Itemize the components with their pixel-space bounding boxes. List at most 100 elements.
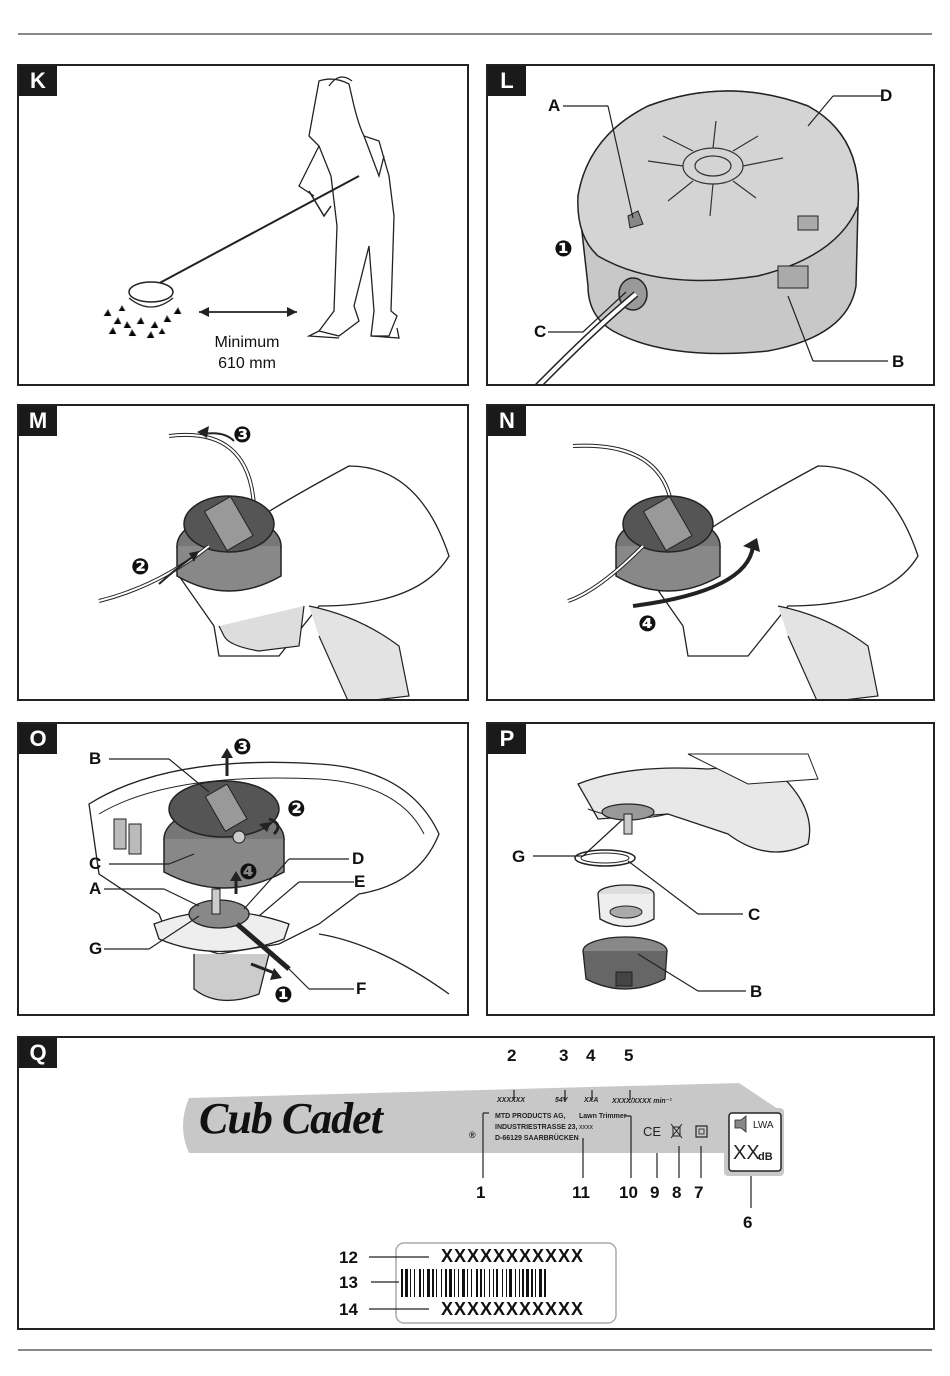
callout-5: 5 (624, 1046, 634, 1065)
barcode-bar (467, 1269, 468, 1297)
barcode-bar (471, 1269, 472, 1297)
barcode-bar (526, 1269, 529, 1297)
panel-tag-p: P (488, 724, 526, 754)
sound-power-label: LWA (753, 1120, 774, 1131)
barcode-bar (506, 1269, 507, 1297)
step-2-marker: ❷ (131, 554, 150, 579)
step-1-marker: ❶ (554, 236, 573, 261)
label-b: B (892, 352, 905, 371)
serial-field: XXXXXX (497, 1097, 526, 1104)
barcode-bar (401, 1269, 403, 1297)
manufacturer-line3: D-66129 SAARBRÜCKEN (495, 1135, 579, 1142)
callout-4: 4 (586, 1046, 596, 1065)
label-a: A (89, 879, 102, 898)
barcode-bar (544, 1269, 546, 1297)
barcode-bar (502, 1269, 503, 1297)
callout-7: 7 (694, 1183, 704, 1202)
label-e: E (354, 872, 366, 891)
barcode (401, 1269, 546, 1297)
ce-mark: CE (643, 1124, 662, 1139)
callout-1: 1 (476, 1183, 486, 1202)
callout-3: 3 (559, 1046, 569, 1065)
barcode-bar (493, 1269, 494, 1297)
step-2-marker: ❷ (287, 796, 306, 821)
barcode-bar (445, 1269, 447, 1297)
label-b: B (750, 982, 763, 1001)
exploded-spool-illustration (533, 753, 819, 992)
barcode-bar (458, 1269, 459, 1297)
product-name: Lawn Trimmer (579, 1113, 627, 1120)
callout-8: 8 (672, 1183, 682, 1202)
barcode-bar (484, 1269, 485, 1297)
label-c: C (748, 905, 761, 924)
panel-n: N ❹ (486, 404, 935, 701)
panel-l: L A D C B ❶ (486, 64, 935, 386)
spool-cap-illustration (535, 90, 888, 384)
spool-removal-illustration (88, 748, 450, 1002)
voltage-field: 54V (555, 1097, 568, 1104)
manufacturer-line1: MTD PRODUCTS AG, (495, 1113, 566, 1120)
manufacturer-line2: INDUSTRIESTRASSE 23, (495, 1124, 578, 1131)
label-g: G (89, 939, 103, 958)
distance-caption-line2: 610 mm (218, 355, 276, 372)
barcode-bar (462, 1269, 465, 1297)
panel-tag-o: O (19, 724, 57, 754)
bottom-rule (18, 1349, 932, 1351)
callout-2: 2 (507, 1046, 517, 1065)
barcode-bar (496, 1269, 498, 1297)
panel-p: P G C B (486, 722, 935, 1016)
callout-13: 13 (339, 1273, 358, 1292)
step-1-marker: ❶ (274, 982, 293, 1007)
barcode-bar (449, 1269, 452, 1297)
panel-tag-n: N (488, 406, 526, 436)
callout-9: 9 (650, 1183, 660, 1202)
barcode-bar (454, 1269, 455, 1297)
barcode-bar (480, 1269, 482, 1297)
panel-tag-l: L (488, 66, 526, 96)
barcode-bar (410, 1269, 411, 1297)
barcode-number-top: XXXXXXXXXXX (441, 1246, 585, 1266)
speed-field: XXXX/XXXX min⁻¹ (612, 1098, 672, 1105)
barcode-bar (509, 1269, 512, 1297)
step-4-marker: ❹ (239, 859, 258, 884)
barcode-bar (432, 1269, 434, 1297)
barcode-number-bottom: XXXXXXXXXXX (441, 1299, 585, 1319)
barcode-bar (515, 1269, 516, 1297)
label-d: D (880, 86, 893, 105)
trimmer-operator-illustration (103, 76, 400, 339)
callout-11: 11 (572, 1183, 590, 1202)
barcode-bar (535, 1269, 536, 1297)
label-c: C (534, 322, 547, 341)
callout-10: 10 (619, 1183, 638, 1202)
step-3-marker: ❸ (233, 734, 252, 759)
top-rule (18, 33, 932, 35)
callout-6: 6 (743, 1213, 753, 1232)
label-b: B (89, 749, 102, 768)
panel-o: O B C A G D E F ❸ ❷ ❹ ❶ (17, 722, 469, 1016)
barcode-bar (489, 1269, 490, 1297)
label-g: G (512, 847, 526, 866)
callout-12: 12 (339, 1248, 358, 1267)
sound-power-unit: dB (758, 1151, 773, 1163)
barcode-bar (476, 1269, 478, 1297)
barcode-bar (522, 1269, 524, 1297)
step-3-marker: ❸ (233, 422, 252, 447)
barcode-bar (436, 1269, 437, 1297)
panel-tag-k: K (19, 66, 57, 96)
label-f: F (356, 979, 367, 998)
panel-q: Q Cub Cadet ® 2 3 4 5 XXXXXX 54V XXA XXX… (17, 1036, 935, 1330)
panel-m: M ❸ ❷ (17, 404, 469, 701)
label-c: C (89, 854, 102, 873)
product-code: xxxx (579, 1124, 593, 1131)
rating-plate-graphic (183, 1083, 784, 1324)
line-feed-illustration (98, 426, 450, 699)
distance-caption-line1: Minimum (214, 334, 280, 351)
barcode-bar (539, 1269, 542, 1297)
barcode-bar (441, 1269, 442, 1297)
reg-mark: ® (469, 1130, 476, 1140)
brand-logo: Cub Cadet (199, 1094, 383, 1143)
barcode-bar (427, 1269, 430, 1297)
panel-tag-q: Q (19, 1038, 57, 1068)
barcode-bar (519, 1269, 520, 1297)
barcode-bar (423, 1269, 424, 1297)
